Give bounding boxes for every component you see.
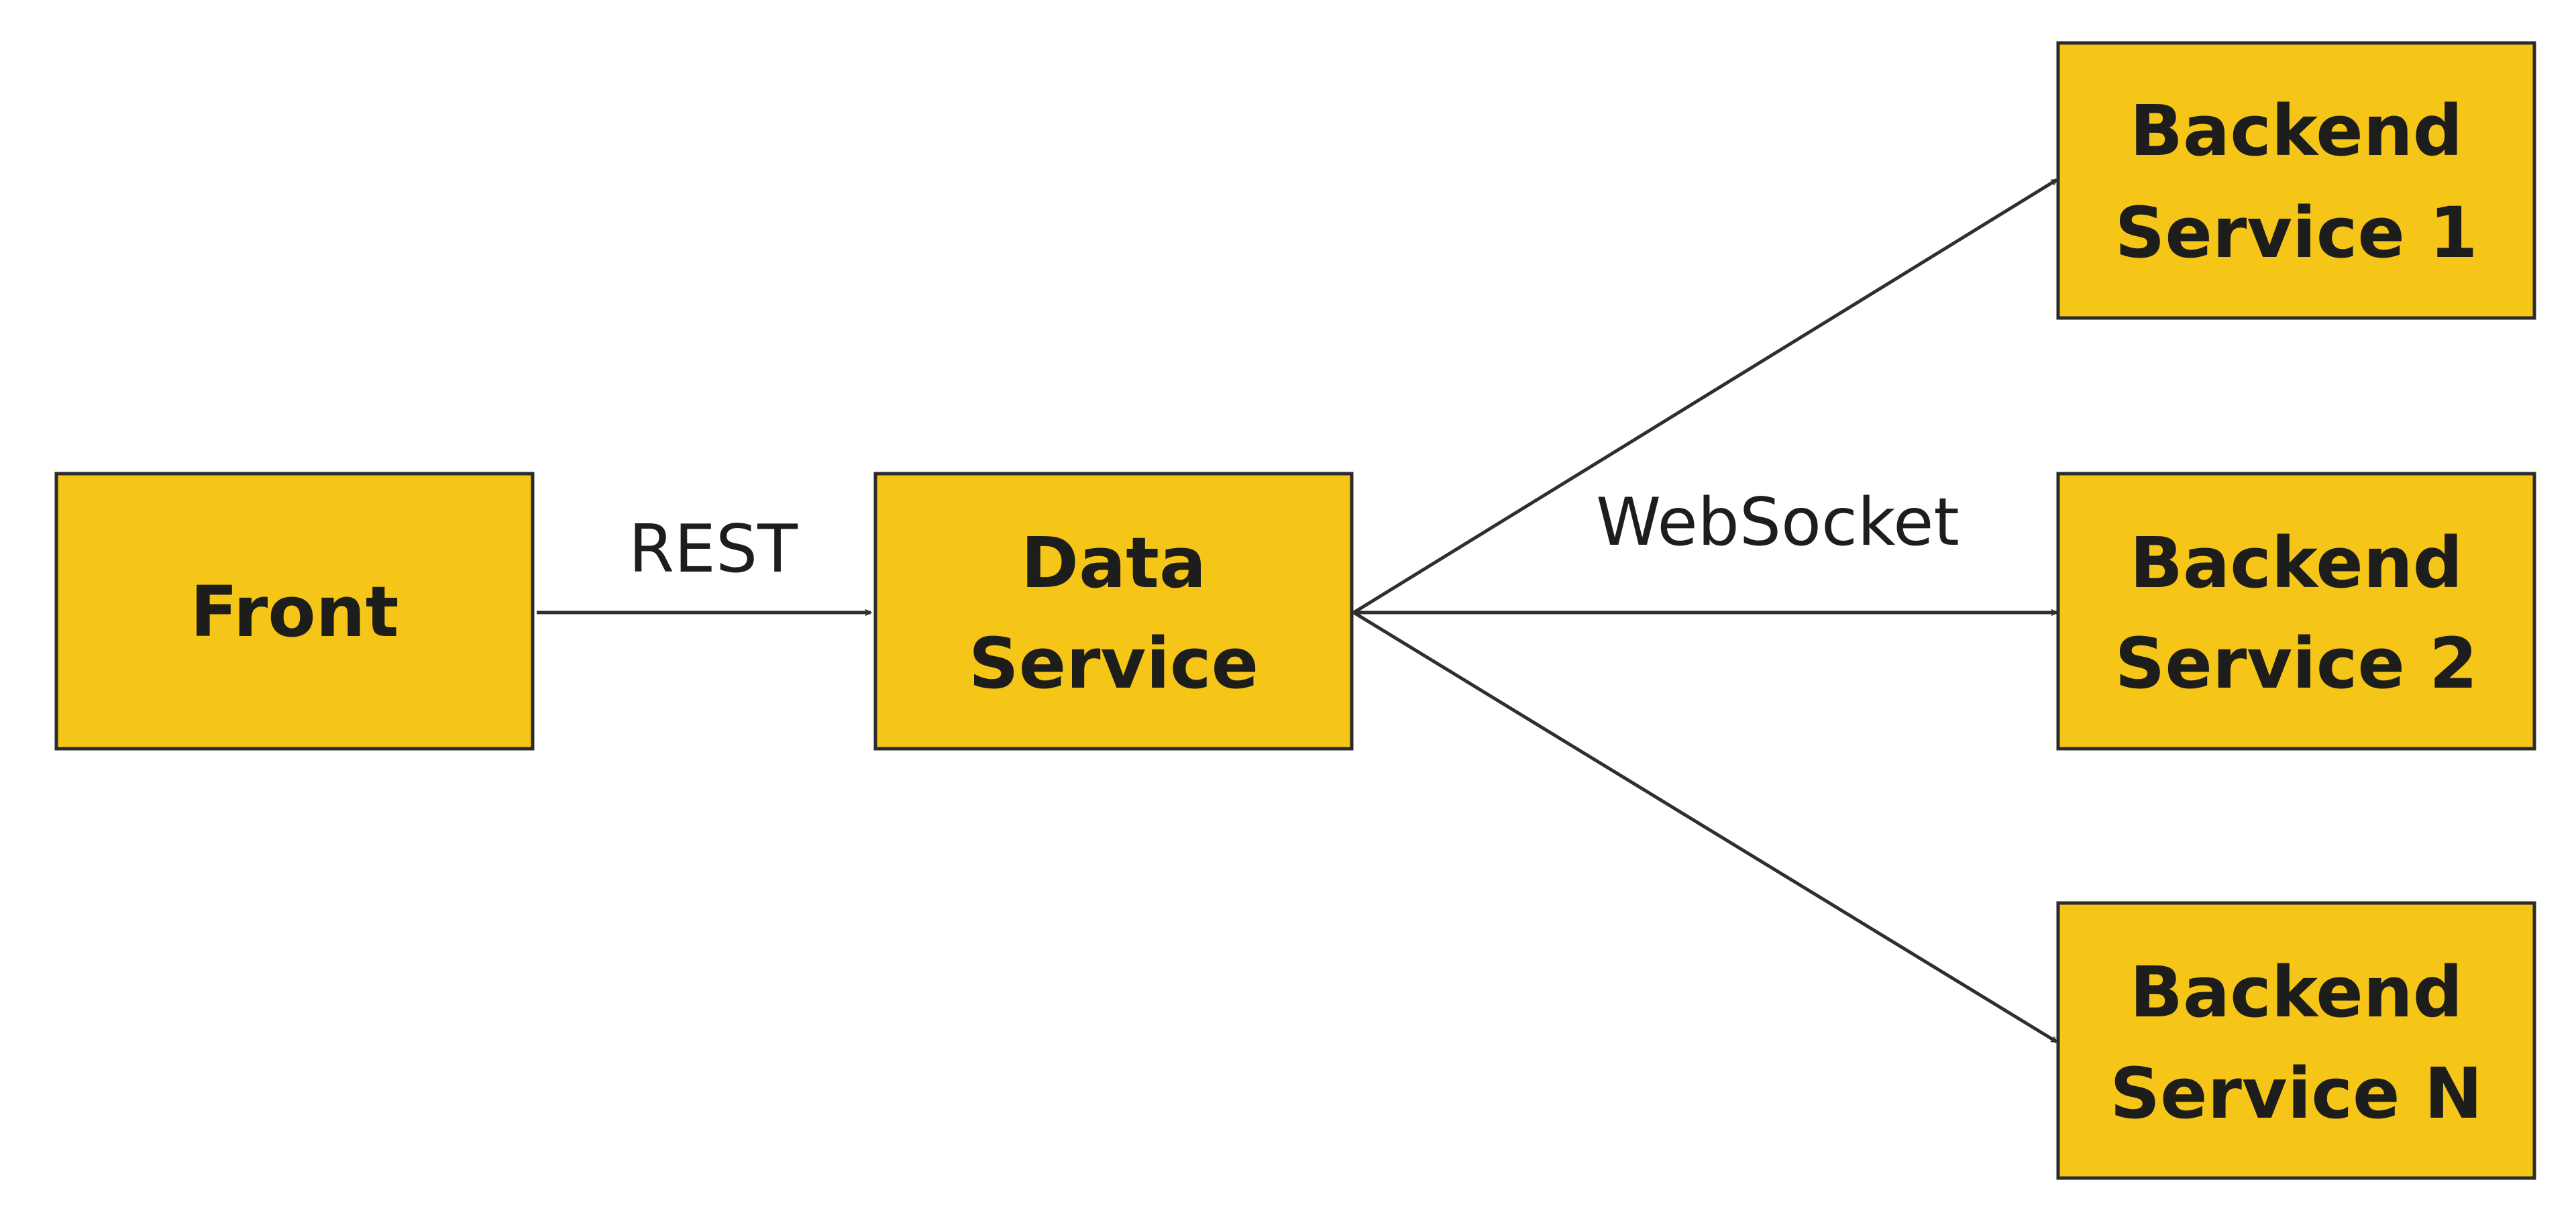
node-front-label: Front xyxy=(191,571,399,653)
node-backend-service-1-label-line-1: Backend xyxy=(2130,90,2463,172)
node-data-service-label-line-2: Service xyxy=(969,623,1258,704)
node-data-service: Data Service xyxy=(873,472,1354,751)
node-backend-service-n-box xyxy=(2056,901,2536,1180)
node-front: Front xyxy=(54,472,535,751)
node-backend-service-n: Backend Service N xyxy=(2056,901,2536,1180)
node-backend-service-1-box xyxy=(2056,41,2536,320)
edges xyxy=(537,178,2057,1044)
node-backend-service-1-label-line-2: Service 1 xyxy=(2115,192,2478,274)
node-backend-service-2-box xyxy=(2056,472,2536,751)
node-data-service-label-line-1: Data xyxy=(1021,522,1206,604)
edge-label-rest: REST xyxy=(629,511,798,588)
node-backend-service-1: Backend Service 1 xyxy=(2056,41,2536,320)
node-backend-service-n-label-line-2: Service N xyxy=(2110,1053,2483,1134)
edge-label-websocket: WebSocket xyxy=(1596,484,1960,561)
node-front-box xyxy=(54,472,535,751)
node-data-service-box xyxy=(873,472,1354,751)
node-backend-service-2-label-line-1: Backend xyxy=(2130,522,2463,604)
node-backend-service-2: Backend Service 2 xyxy=(2056,472,2536,751)
node-backend-service-2-label-line-2: Service 2 xyxy=(2115,623,2478,704)
websocket-arrow-backend-1 xyxy=(1352,178,2057,615)
websocket-arrow-backend-n xyxy=(1352,611,2057,1044)
node-backend-service-n-label-line-1: Backend xyxy=(2130,951,2463,1033)
